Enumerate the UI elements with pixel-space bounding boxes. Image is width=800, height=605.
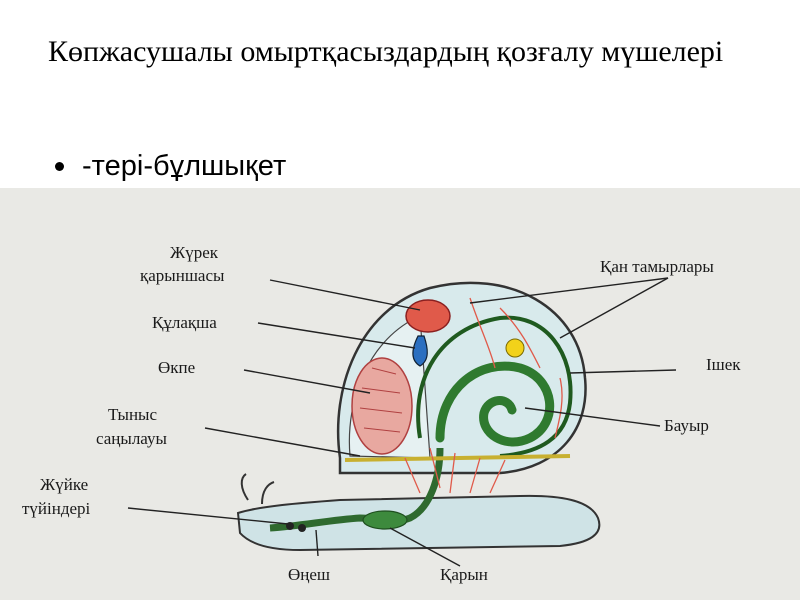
nerve-ganglion-1 <box>286 522 294 530</box>
label-stomach: Қарын <box>440 565 488 584</box>
bullet-text: -тері-бұлшықет <box>82 150 286 183</box>
bullet-item: -тері-бұлшықет <box>55 150 286 183</box>
label-blood-vessels: Қан тамырлары <box>600 257 714 276</box>
snail-anatomy-diagram: Жүрек қарыншасы Құлақша Өкпе Тыныс саңыл… <box>0 188 800 600</box>
label-intestine: Ішек <box>706 355 741 374</box>
label-pharynx: Өңеш <box>288 565 330 584</box>
label-liver: Бауыр <box>664 416 709 435</box>
yellow-gland <box>506 339 524 357</box>
bullet-dot <box>55 162 64 171</box>
label-nerve-line1: Жүйке <box>40 475 88 494</box>
label-atrium: Құлақша <box>152 313 217 332</box>
slide-title: Көпжасушалы омыртқасыздардың қозғалу мүш… <box>48 32 768 72</box>
label-lung: Өкпе <box>158 358 195 377</box>
heart-ventricle-shape <box>406 300 450 332</box>
label-breathing-pore-line1: Тыныс <box>108 405 157 424</box>
label-breathing-pore-line2: саңылауы <box>96 429 167 448</box>
snail-anatomy-figure: Жүрек қарыншасы Құлақша Өкпе Тыныс саңыл… <box>0 188 800 600</box>
lung-shape <box>352 358 412 454</box>
nerve-ganglion-2 <box>298 524 306 532</box>
label-heart-line1: Жүрек <box>170 243 219 262</box>
label-heart-line2: қарыншасы <box>140 266 225 285</box>
stomach-shape <box>363 511 407 529</box>
label-nerve-line2: түйіндері <box>22 499 91 518</box>
